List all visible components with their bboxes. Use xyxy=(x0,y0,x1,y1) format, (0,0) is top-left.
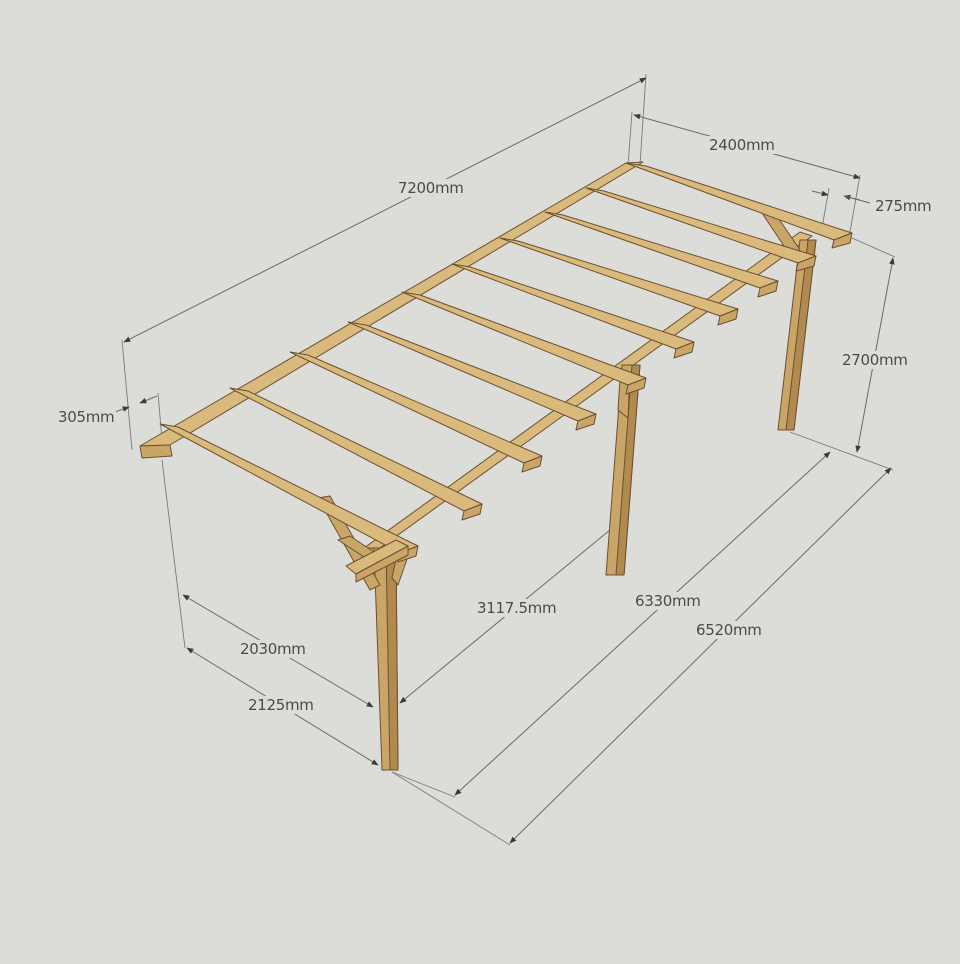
dim-label-post-run-outer: 6520mm xyxy=(694,621,764,639)
rafters xyxy=(159,162,853,563)
dim-label-post-span-inner: 2030mm xyxy=(238,640,308,658)
dim-label-overall-length: 7200mm xyxy=(396,179,466,197)
dim-label-rafter-length: 2400mm xyxy=(707,136,777,154)
dim-label-post-span-outer: 2125mm xyxy=(246,696,316,714)
dim-label-rear-overhang: 275mm xyxy=(873,197,934,215)
dim-label-end-overhang: 305mm xyxy=(56,408,117,426)
dim-label-post-run-inner: 6330mm xyxy=(633,592,703,610)
dim-label-post-height: 2700mm xyxy=(840,351,910,369)
dim-label-post-spacing: 3117.5mm xyxy=(475,599,559,617)
pergola-structure xyxy=(139,161,853,771)
